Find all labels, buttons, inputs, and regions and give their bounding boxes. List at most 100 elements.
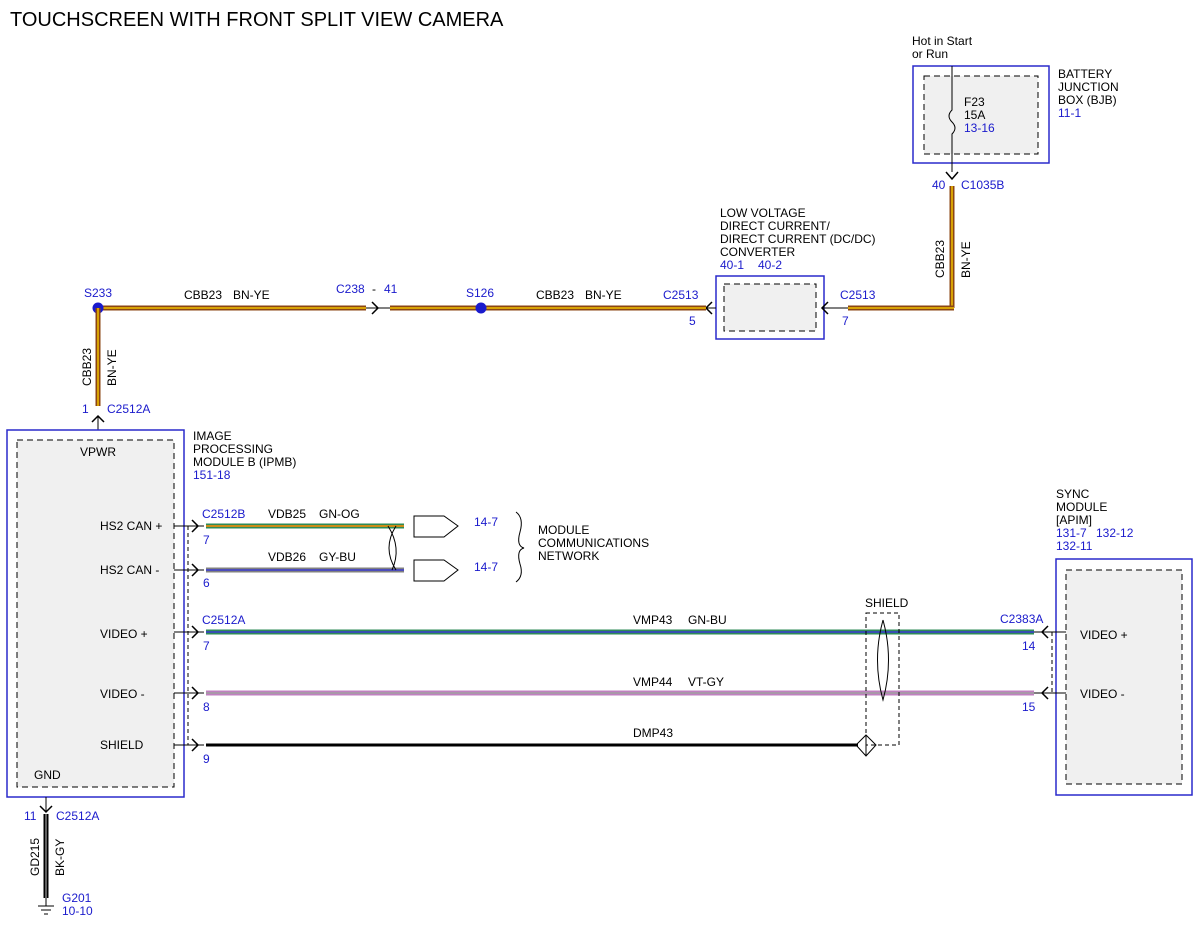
sync-name-1: SYNC: [1056, 487, 1090, 501]
ipmb-vpwr-label: VPWR: [80, 445, 116, 459]
ipmb-video-connector: C2512A: [202, 613, 245, 627]
wire-cbb23-bjb-color: BN-YE: [959, 241, 973, 278]
ipmb-video-minus-pin: 8: [203, 700, 210, 714]
sync-name-3: [APIM]: [1056, 513, 1092, 527]
network-label-1: MODULE: [538, 523, 589, 537]
ipmb-ref-link[interactable]: 151-18: [193, 468, 231, 482]
shield-twist-symbol: [877, 619, 889, 702]
bjb-connector: C1035B: [961, 178, 1004, 192]
ipmb-power-connector: C2512A: [107, 402, 150, 416]
bjb-name-2: JUNCTION: [1058, 80, 1119, 94]
bjb-inner-box: [923, 75, 1039, 155]
dcdc-name-2: DIRECT CURRENT/: [720, 219, 830, 233]
sync-connector: C2383A: [1000, 612, 1043, 626]
sync-ref-2[interactable]: 132-12: [1096, 526, 1134, 540]
splice-s233-label: S233: [84, 286, 112, 300]
sync-pin-arrows: [1034, 625, 1066, 700]
bjb-output-arrow: [945, 171, 959, 181]
bjb-ref-link[interactable]: 11-1: [1058, 106, 1081, 120]
ipmb-can-minus-pin: 6: [203, 576, 210, 590]
fuse-ref-link[interactable]: 13-16: [964, 121, 995, 135]
dcdc-ref-2[interactable]: 40-2: [758, 258, 782, 272]
wire-vmp43-circuit: VMP43: [633, 613, 673, 627]
splice-s126[interactable]: [475, 302, 487, 314]
wire-vdb26-circuit: VDB26: [268, 550, 306, 564]
ipmb-name-2: PROCESSING: [193, 442, 273, 456]
c238-separator: -: [372, 282, 376, 296]
ipmb-pin-video-plus: VIDEO +: [100, 627, 148, 641]
fuse-f23-symbol: [948, 66, 956, 172]
wire-cbb23-right-color: BN-YE: [585, 288, 622, 302]
fuse-name: F23: [964, 95, 985, 109]
wire-vmp44-color: VT-GY: [688, 675, 724, 689]
bjb-name-1: BATTERY: [1058, 67, 1112, 81]
diagram-title: TOUCHSCREEN WITH FRONT SPLIT VIEW CAMERA: [10, 9, 504, 31]
wire-vdb26-color: GY-BU: [319, 550, 356, 564]
sync-pin-minus: 15: [1022, 700, 1036, 714]
can-plus-network-arrow[interactable]: [413, 515, 459, 538]
sync-video-plus-label: VIDEO +: [1080, 628, 1128, 642]
dcdc-name-4: CONVERTER: [720, 245, 795, 259]
wire-vdb25-circuit: VDB25: [268, 507, 306, 521]
c238-connector[interactable]: C238: [336, 282, 365, 296]
network-ref-2[interactable]: 14-7: [474, 560, 498, 574]
ipmb-gnd-arrow: [39, 805, 53, 814]
ipmb-video-plus-pin: 7: [203, 639, 210, 653]
ipmb-module-box[interactable]: [6, 429, 185, 798]
network-ref-1[interactable]: 14-7: [474, 515, 498, 529]
bjb-module-box[interactable]: [912, 65, 1050, 164]
wire-cbb23-ipmb-circuit: CBB23: [80, 348, 94, 386]
ipmb-name-1: IMAGE: [193, 429, 232, 443]
bjb-pin: 40: [932, 178, 946, 192]
ground-symbol: [38, 898, 54, 915]
wire-vmp43-color: GN-BU: [688, 613, 727, 627]
ipmb-inner-box: [16, 439, 175, 788]
sync-inner-box: [1065, 569, 1183, 785]
wire-vmp44-circuit: VMP44: [633, 675, 673, 689]
bjb-name-3: BOX (BJB): [1058, 93, 1117, 107]
ground-ref-link[interactable]: 10-10: [62, 904, 93, 918]
c238-pin: 41: [384, 282, 398, 296]
dcdc-inner-box: [723, 283, 817, 332]
wire-vdb25-color: GN-OG: [319, 507, 360, 521]
sync-name-2: MODULE: [1056, 500, 1107, 514]
sync-video-minus-label: VIDEO -: [1080, 687, 1125, 701]
sync-ref-1[interactable]: 131-7: [1056, 526, 1087, 540]
bjb-hot-label-2: or Run: [912, 47, 948, 61]
dcdc-ref-1[interactable]: 40-1: [720, 258, 744, 272]
network-label-3: NETWORK: [538, 549, 599, 563]
dcdc-in-pin: 7: [842, 314, 849, 328]
wire-cbb23-left-circuit: CBB23: [184, 288, 222, 302]
bjb-hot-label: Hot in Start: [912, 34, 973, 48]
ipmb-shield-pin: 9: [203, 752, 210, 766]
dcdc-name-3: DIRECT CURRENT (DC/DC): [720, 232, 876, 246]
ipmb-pin-video-minus: VIDEO -: [100, 687, 145, 701]
wire-cbb23-ipmb-color: BN-YE: [105, 349, 119, 386]
splice-s126-label: S126: [466, 286, 494, 300]
network-label-2: COMMUNICATIONS: [538, 536, 649, 550]
can-twisted-pair-symbol: [387, 525, 397, 571]
dcdc-in-connector: C2513: [840, 288, 876, 302]
ipmb-name-3: MODULE B (IPMB): [193, 455, 296, 469]
sync-ref-3[interactable]: 132-11: [1056, 539, 1093, 553]
dcdc-name-1: LOW VOLTAGE: [720, 206, 806, 220]
shield-label: SHIELD: [865, 596, 909, 610]
fuse-rating: 15A: [964, 108, 985, 122]
ipmb-pin-hs2-can-minus: HS2 CAN -: [100, 563, 159, 577]
ipmb-gnd-label: GND: [34, 768, 61, 782]
wire-cbb23-left-color: BN-YE: [233, 288, 270, 302]
dcdc-out-connector: C2513: [663, 288, 699, 302]
ground-g201-label[interactable]: G201: [62, 891, 92, 905]
network-brace: [515, 511, 525, 583]
ipmb-gnd-pin: 11: [24, 809, 37, 823]
wire-dmp43-circuit: DMP43: [633, 726, 673, 740]
can-minus-network-arrow[interactable]: [413, 559, 459, 582]
ipmb-pin-arrows: [174, 519, 204, 752]
ipmb-can-connector: C2512B: [202, 507, 245, 521]
wire-cbb23-bjb-circuit: CBB23: [933, 240, 947, 278]
shield-box: [865, 612, 900, 746]
sync-module-box[interactable]: [1055, 558, 1193, 796]
ipmb-gnd-connector: C2512A: [56, 809, 99, 823]
dcdc-out-pin: 5: [689, 314, 696, 328]
sync-pin-plus: 14: [1022, 639, 1036, 653]
